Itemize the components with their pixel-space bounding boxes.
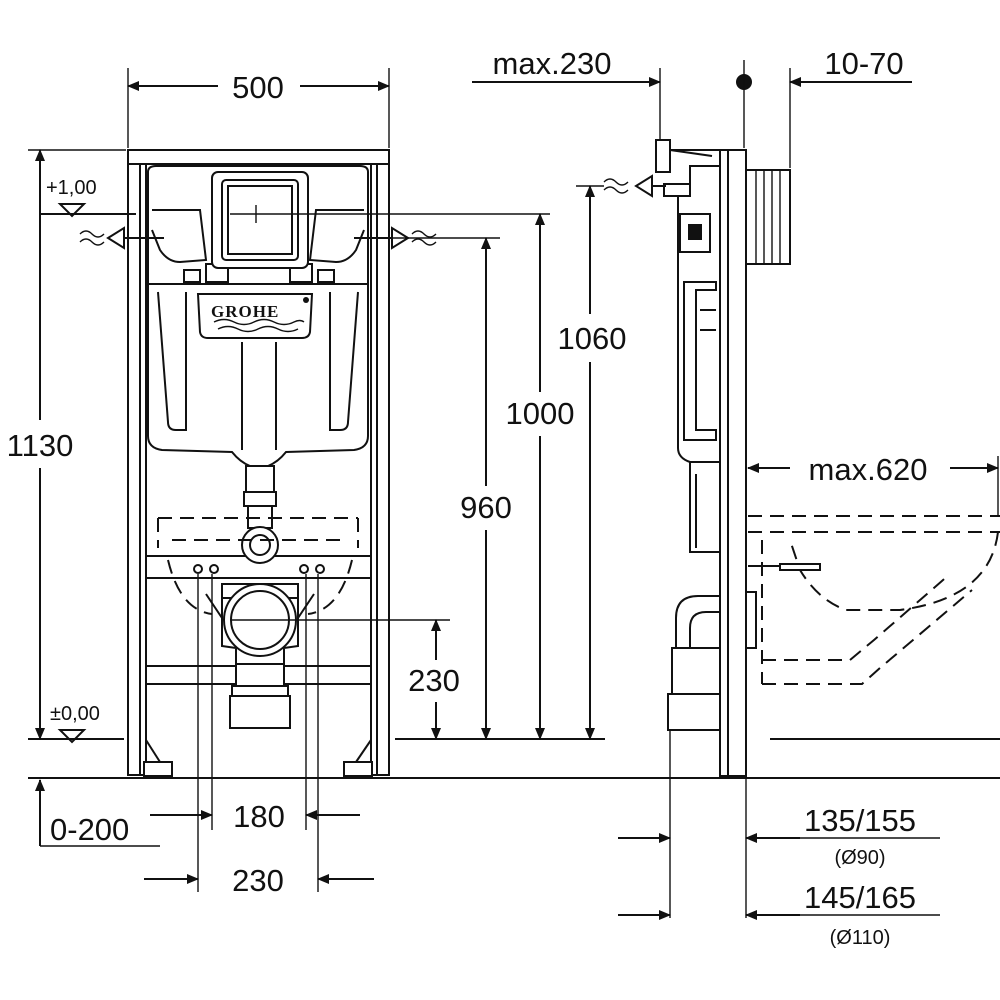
dim-bolt-spacing-180: 180 xyxy=(233,799,285,834)
level-floor-text: ±0,00 xyxy=(50,703,100,725)
level-marker-top: +1,00 xyxy=(40,177,136,218)
dim-max-620: max.620 xyxy=(809,452,928,487)
dim-depth-135-155: 135/155 xyxy=(804,803,916,838)
logo-text: GROHE xyxy=(211,302,279,321)
dim-height-1130: 1130 xyxy=(7,428,74,463)
level-top-text: +1,00 xyxy=(46,177,97,199)
side-frame xyxy=(655,139,791,777)
pipe-size-110: (Ø110) xyxy=(830,927,891,949)
bowl-outline-side xyxy=(748,515,1000,685)
dim-height-1060: 1060 xyxy=(558,321,627,356)
cistern xyxy=(147,165,369,467)
dim-wall-offset-10-70: 10-70 xyxy=(824,46,903,81)
dim-max-230: max.230 xyxy=(493,46,612,81)
front-frame xyxy=(127,149,390,777)
dim-drain-width-230: 230 xyxy=(232,863,284,898)
water-inlet-side xyxy=(603,174,666,198)
bowl-outline-front xyxy=(157,517,359,548)
flush-pipe xyxy=(241,465,279,564)
dim-drain-height-230: 230 xyxy=(408,663,460,698)
grohe-logo: GROHE xyxy=(196,293,314,339)
bowl-curve-front xyxy=(167,559,353,615)
drain-assembly xyxy=(193,564,325,729)
flush-plate xyxy=(211,171,309,269)
dim-height-960: 960 xyxy=(460,490,512,525)
water-inlet-left xyxy=(79,226,164,250)
level-marker-floor: ±0,00 xyxy=(28,703,124,744)
dim-height-1000: 1000 xyxy=(506,396,575,431)
dim-width-500: 500 xyxy=(232,70,284,105)
pipe-size-90: (Ø90) xyxy=(834,847,885,869)
dim-adjust-0-200: 0-200 xyxy=(50,812,129,847)
dim-depth-145-165: 145/165 xyxy=(804,880,916,915)
